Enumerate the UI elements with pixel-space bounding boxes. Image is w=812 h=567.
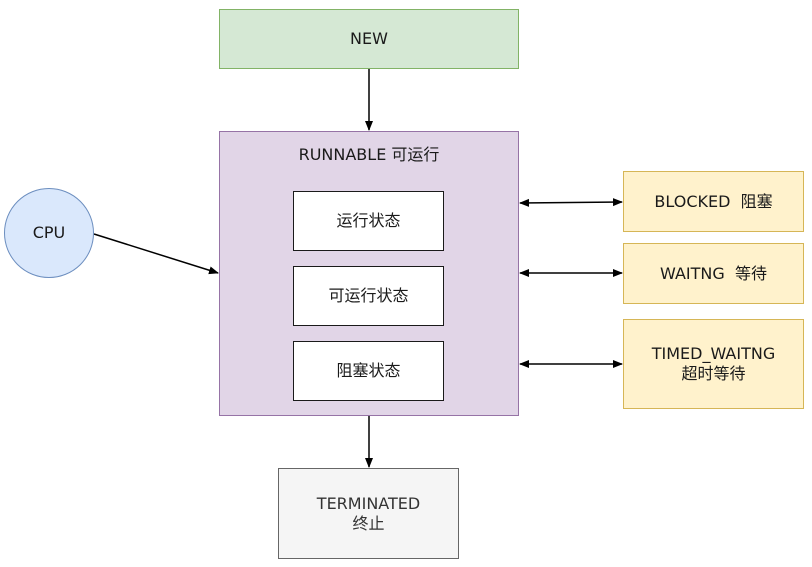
edge-cpu-to-runnable (93, 233, 219, 275)
node-blocked: BLOCKED 阻塞 (623, 171, 804, 232)
node-cpu: CPU (4, 188, 94, 278)
substate-blocked-label: 阻塞状态 (336, 361, 401, 380)
substate-running: 运行状态 (293, 191, 444, 251)
substate-runnable-label: 可运行状态 (328, 286, 409, 305)
node-timed-waiting-line2: 超时等待 (681, 364, 746, 383)
node-terminated: TERMINATED 终止 (278, 468, 459, 559)
node-terminated-line1: TERMINATED (316, 493, 421, 513)
node-waiting-label: WAITNG 等待 (660, 263, 767, 283)
node-timed-waiting: TIMED_WAITNG 超时等待 (623, 319, 804, 409)
node-blocked-label: BLOCKED 阻塞 (654, 191, 773, 211)
substate-blocked: 阻塞状态 (293, 341, 444, 401)
edge-runnable-blocked (519, 198, 623, 207)
substate-runnable: 可运行状态 (293, 266, 444, 326)
node-runnable-label: RUNNABLE 可运行 (298, 145, 440, 164)
node-timed-waiting-line1: TIMED_WAITNG (651, 344, 776, 363)
node-terminated-line2: 终止 (352, 513, 385, 533)
node-new-label: NEW (350, 29, 388, 48)
node-new: NEW (219, 9, 519, 69)
node-waiting: WAITNG 等待 (623, 243, 804, 304)
substate-running-label: 运行状态 (336, 211, 401, 230)
node-cpu-label: CPU (32, 223, 66, 242)
